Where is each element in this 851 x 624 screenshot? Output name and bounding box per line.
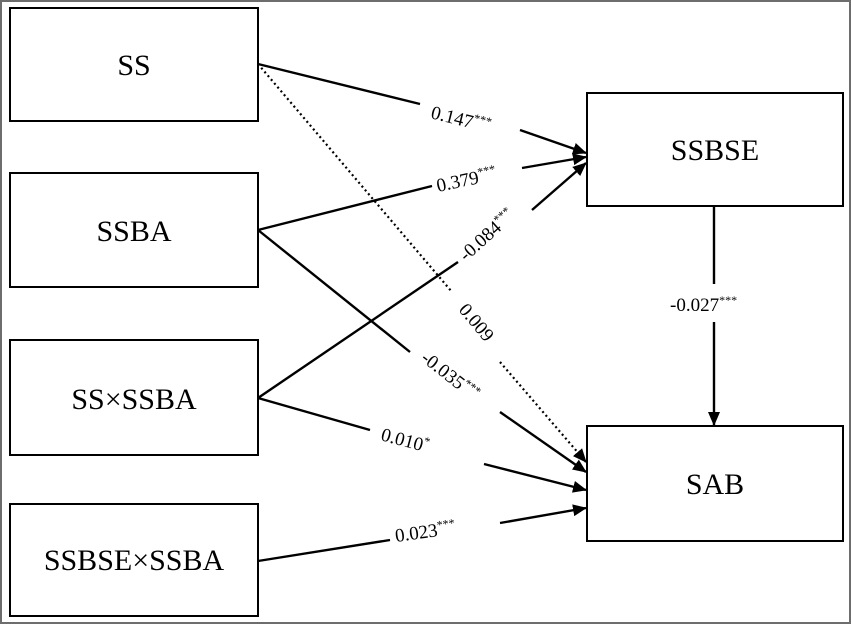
node-ssbse-x-ssba: SSBSE×SSBA	[9, 503, 259, 617]
coef-ss-ssbse: 0.147***	[429, 101, 494, 138]
coef-ssba-sab: -0.035***	[417, 346, 484, 405]
edge-ssba-sab	[257, 229, 587, 473]
edge-ssba-ssbse	[257, 153, 587, 232]
edge-ssxssba-sab	[257, 396, 587, 493]
coef-ss-sab: 0.009	[454, 300, 498, 346]
coef-ssxssba-sab: 0.010*	[379, 423, 432, 458]
coef-ssbsexssba-sab: 0.023***	[393, 516, 456, 547]
node-ss-x-ssba-label: SS×SSBA	[71, 383, 197, 416]
node-ss: SS	[9, 7, 259, 122]
node-ssbse-label: SSBSE	[671, 134, 759, 167]
edge-ss-sab	[257, 63, 587, 463]
edge-ss-ssbse	[257, 62, 587, 155]
coef-ssbse-sab: -0.027***	[670, 293, 737, 316]
node-ss-x-ssba: SS×SSBA	[9, 339, 259, 456]
edge-ssbsexssba-sab	[257, 504, 587, 563]
coef-ssxssba-ssbse: -0.084***	[454, 204, 519, 266]
edge-ssxssba-ssbse	[257, 162, 587, 399]
node-sab-label: SAB	[686, 468, 744, 501]
node-ssbse: SSBSE	[586, 92, 844, 207]
node-sab: SAB	[586, 425, 844, 542]
node-ssba-label: SSBA	[96, 215, 171, 248]
node-ssba: SSBA	[9, 172, 259, 288]
coef-ssba-ssbse: 0.379***	[434, 162, 498, 197]
node-ss-label: SS	[117, 49, 150, 82]
node-ssbse-x-ssba-label: SSBSE×SSBA	[44, 544, 225, 577]
